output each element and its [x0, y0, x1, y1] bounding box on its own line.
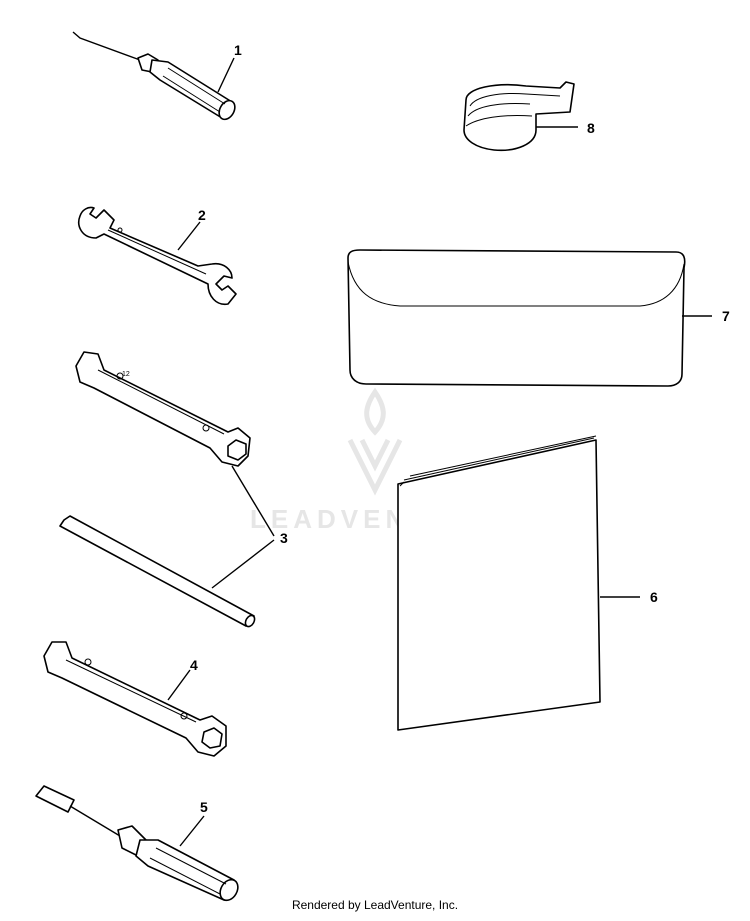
part-manual-6 — [397, 435, 601, 731]
callout-5: 5 — [200, 799, 208, 815]
leader-line-3b — [211, 539, 275, 589]
leader-line-5 — [179, 815, 205, 847]
callout-8: 8 — [587, 120, 595, 136]
callout-1: 1 — [234, 42, 242, 58]
callout-4: 4 — [190, 657, 198, 673]
part-tool-pouch-7 — [347, 249, 686, 387]
leader-line-1 — [217, 57, 235, 93]
part-screwdriver-5 — [35, 785, 239, 902]
mark-text-a: 12 — [122, 371, 130, 378]
callout-6: 6 — [650, 589, 658, 605]
leader-line-4 — [167, 669, 191, 701]
part-box-wrench-3: 12 — [75, 351, 251, 467]
part-rod-3 — [59, 515, 256, 628]
footer-credit: Rendered by LeadVenture, Inc. — [291, 898, 459, 912]
leader-line-2 — [177, 221, 201, 251]
part-wrench-2 — [78, 206, 237, 306]
part-screwdriver-1 — [72, 31, 236, 121]
callout-2: 2 — [198, 207, 206, 223]
part-strap-8 — [463, 81, 575, 152]
part-box-wrench-4 — [43, 641, 227, 757]
callout-3: 3 — [280, 530, 288, 546]
watermark-logo-icon — [347, 387, 403, 496]
leader-line-3a — [231, 465, 275, 537]
callout-7: 7 — [722, 308, 730, 324]
